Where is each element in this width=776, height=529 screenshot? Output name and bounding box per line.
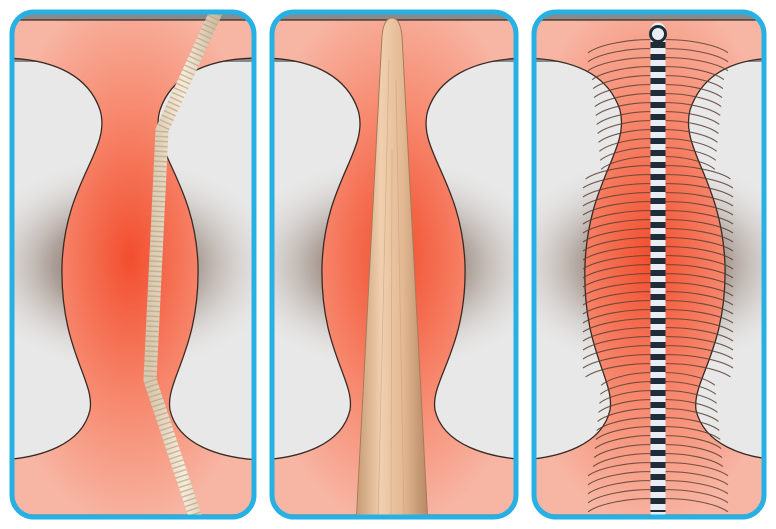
panel-1 bbox=[0, 8, 285, 525]
panel-3 bbox=[495, 12, 776, 517]
twisted-wire-brush-tip bbox=[651, 27, 666, 42]
panel-2 bbox=[227, 12, 557, 525]
